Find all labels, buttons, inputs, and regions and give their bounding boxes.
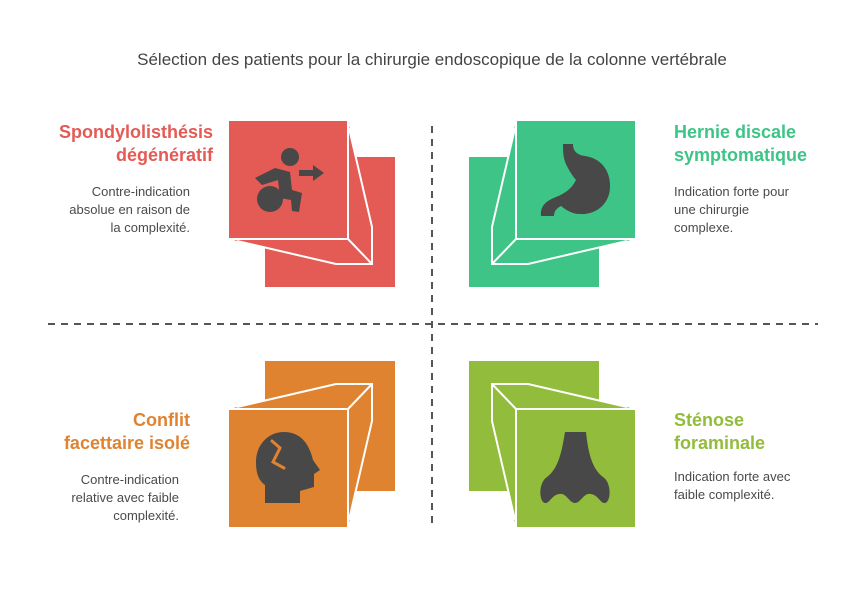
desc-line: Indication forte pour [674,184,789,199]
heading-line: Sténose [674,410,745,430]
cube-spondylolisthesis [229,121,395,287]
heading-line: Spondylolisthésis [58,122,213,142]
cube-stenose-foraminale [469,361,635,527]
heading-line: foraminale [674,433,766,453]
desc-conflit-facettaire: Contre-indication relative avec faible c… [71,471,179,525]
cube-hernie-discale [469,121,635,287]
nose-icon [540,432,610,504]
wheelchair-exit-icon [255,148,324,212]
desc-stenose-foraminale: Indication forte avec faible complexité. [674,468,790,504]
desc-line: absolue en raison de [69,202,190,217]
cube-conflit-facettaire [229,361,395,527]
stomach-icon [540,144,611,216]
heading-hernie-discale: Hernie discale symptomatique [674,121,807,167]
heading-conflit-facettaire: Conflit facettaire isolé [64,409,190,455]
desc-line: la complexité. [110,220,190,235]
heading-line: symptomatique [674,145,808,165]
desc-line: Contre-indication [80,472,179,487]
desc-hernie-discale: Indication forte pour une chirurgie comp… [674,183,789,237]
page-title: Sélection des patients pour la chirurgie… [137,50,727,69]
heading-line: facettaire isolé [63,433,190,453]
desc-line: relative avec faible [71,490,179,505]
desc-line: Contre-indication [91,184,190,199]
desc-line: Indication forte avec [674,469,791,484]
heading-stenose-foraminale: Sténose foraminale [674,409,765,455]
head-injury-icon [256,432,320,503]
heading-spondylolisthesis: Spondylolisthésis dégénératif [59,121,213,167]
desc-line: une chirurgie [674,202,750,217]
desc-line: complexité. [113,508,179,523]
desc-spondylolisthesis: Contre-indication absolue en raison de l… [69,183,190,237]
heading-line: dégénératif [115,145,213,165]
heading-line: Conflit [133,410,190,430]
heading-line: Hernie discale [674,122,797,142]
desc-line: faible complexité. [674,487,775,502]
desc-line: complexe. [674,220,734,235]
